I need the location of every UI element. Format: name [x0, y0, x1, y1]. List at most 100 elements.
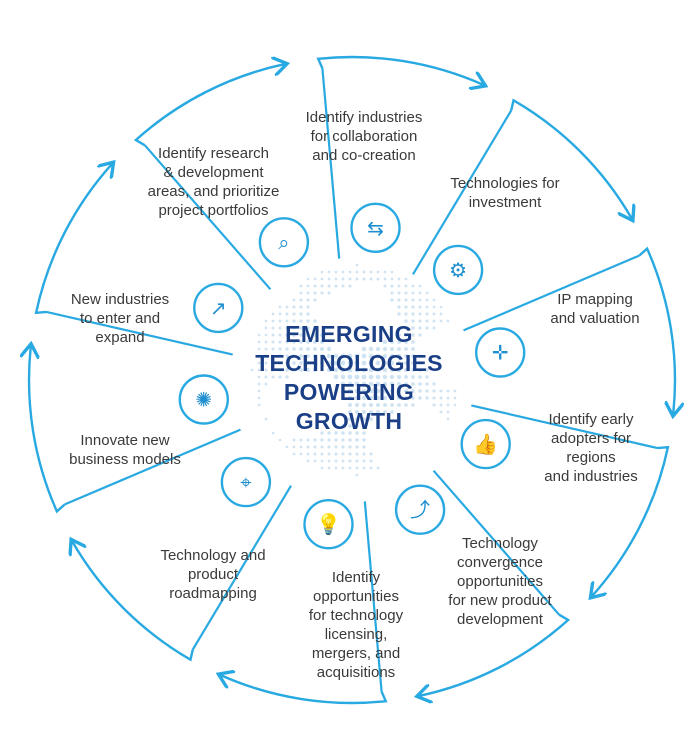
globe-dot: [439, 305, 443, 309]
globe-dot: [432, 305, 436, 309]
globe-dot: [292, 333, 296, 337]
globe-dot: [368, 360, 374, 366]
globe-dot: [292, 340, 296, 344]
globe-dot: [326, 360, 332, 366]
globe-dot: [348, 424, 352, 428]
globe-dot: [432, 319, 436, 323]
globe-dot: [313, 452, 317, 456]
globe-dot: [264, 361, 268, 365]
globe-dot: [278, 340, 282, 344]
label-line: areas, and prioritize: [147, 183, 280, 200]
globe-dot: [264, 375, 268, 379]
globe-dot: [432, 396, 436, 400]
globe-dot: [404, 389, 408, 393]
label-convergence: Technology convergence opportunities for…: [430, 534, 570, 629]
globe-dot: [250, 368, 254, 372]
people-exchange-icon: ⇆: [350, 202, 401, 254]
globe-dot: [411, 291, 415, 295]
globe-dot: [285, 333, 289, 337]
globe-dot: [320, 340, 324, 344]
globe-dot: [375, 346, 381, 352]
globe-dot: [418, 333, 422, 337]
globe-dot: [354, 360, 360, 366]
ring-arrow-arc: [638, 246, 675, 414]
label-line: development: [457, 611, 543, 628]
globe-dot: [397, 284, 401, 288]
globe-dot: [425, 298, 429, 302]
globe-dot: [361, 353, 367, 359]
globe-dot: [271, 354, 275, 358]
globe-dot: [354, 409, 360, 415]
globe-dot: [299, 319, 303, 323]
globe-dot: [432, 403, 436, 407]
globe-dot: [418, 389, 422, 393]
icon-glyph: ⌖: [240, 470, 251, 494]
globe-dot: [257, 354, 261, 358]
globe-dot: [313, 340, 317, 344]
label-collaboration: Identify industries for collaboration an…: [279, 108, 449, 165]
globe-dot: [432, 298, 436, 302]
globe-dot: [368, 395, 374, 401]
globe-dot: [257, 396, 261, 400]
globe-dot: [355, 263, 359, 267]
globe-dot: [368, 402, 374, 408]
globe-dot: [404, 368, 408, 372]
icon-ring: [220, 456, 272, 508]
globe-dot: [313, 298, 317, 302]
globe-dot: [306, 312, 310, 316]
globe-dot: [361, 346, 367, 352]
globe-dot: [397, 403, 401, 407]
globe-dot: [382, 353, 388, 359]
segment-dividers: [46, 68, 658, 692]
globe-dot: [404, 277, 408, 281]
globe-dot: [347, 402, 353, 408]
globe-dot: [355, 424, 359, 428]
globe-dot: [404, 333, 408, 337]
globe-dot: [411, 347, 415, 351]
icon-ring: [350, 202, 401, 254]
label-line: and co-creation: [312, 147, 416, 164]
segment-divider: [463, 254, 640, 332]
globe-dot: [375, 374, 381, 380]
globe-dot: [306, 298, 310, 302]
globe-dot: [397, 382, 401, 386]
globe-dot: [411, 284, 415, 288]
globe-dot: [425, 319, 429, 323]
globe-dot: [340, 367, 346, 373]
globe-dot: [432, 326, 436, 330]
globe-dot: [278, 319, 282, 323]
globe-dot: [362, 438, 366, 442]
icon-glyph: ⚙: [449, 258, 467, 282]
globe-dot: [361, 402, 367, 408]
globe-dot: [389, 374, 395, 380]
globe-dot: [334, 431, 338, 435]
label-line: Identify research: [158, 145, 269, 162]
globe-dot: [418, 319, 422, 323]
globe-dot: [354, 381, 360, 387]
globe-dot: [397, 277, 401, 281]
globe-dot: [257, 347, 261, 351]
globe-dot: [397, 291, 401, 295]
globe-dot: [292, 326, 296, 330]
globe-dot: [271, 319, 275, 323]
globe-dot: [382, 388, 388, 394]
globe-dot: [285, 361, 289, 365]
globe-dot: [334, 452, 338, 456]
globe-dot: [375, 388, 381, 394]
globe-dot: [306, 284, 310, 288]
globe-dot: [271, 340, 275, 344]
globe-dot: [306, 305, 310, 309]
globe-dot: [389, 360, 395, 366]
globe-dot: [418, 284, 422, 288]
globe-dot: [320, 333, 324, 337]
globe-dot: [334, 445, 338, 449]
globe-dot: [278, 305, 282, 309]
globe-dot: [355, 270, 359, 274]
globe-dot: [320, 431, 324, 435]
globe-dot: [306, 452, 310, 456]
globe-dot: [278, 326, 282, 330]
globe-dot: [361, 409, 367, 415]
segment-divider: [64, 428, 241, 506]
lightbulb-group-icon: 💡: [303, 499, 354, 550]
icon-ring: [432, 244, 484, 296]
